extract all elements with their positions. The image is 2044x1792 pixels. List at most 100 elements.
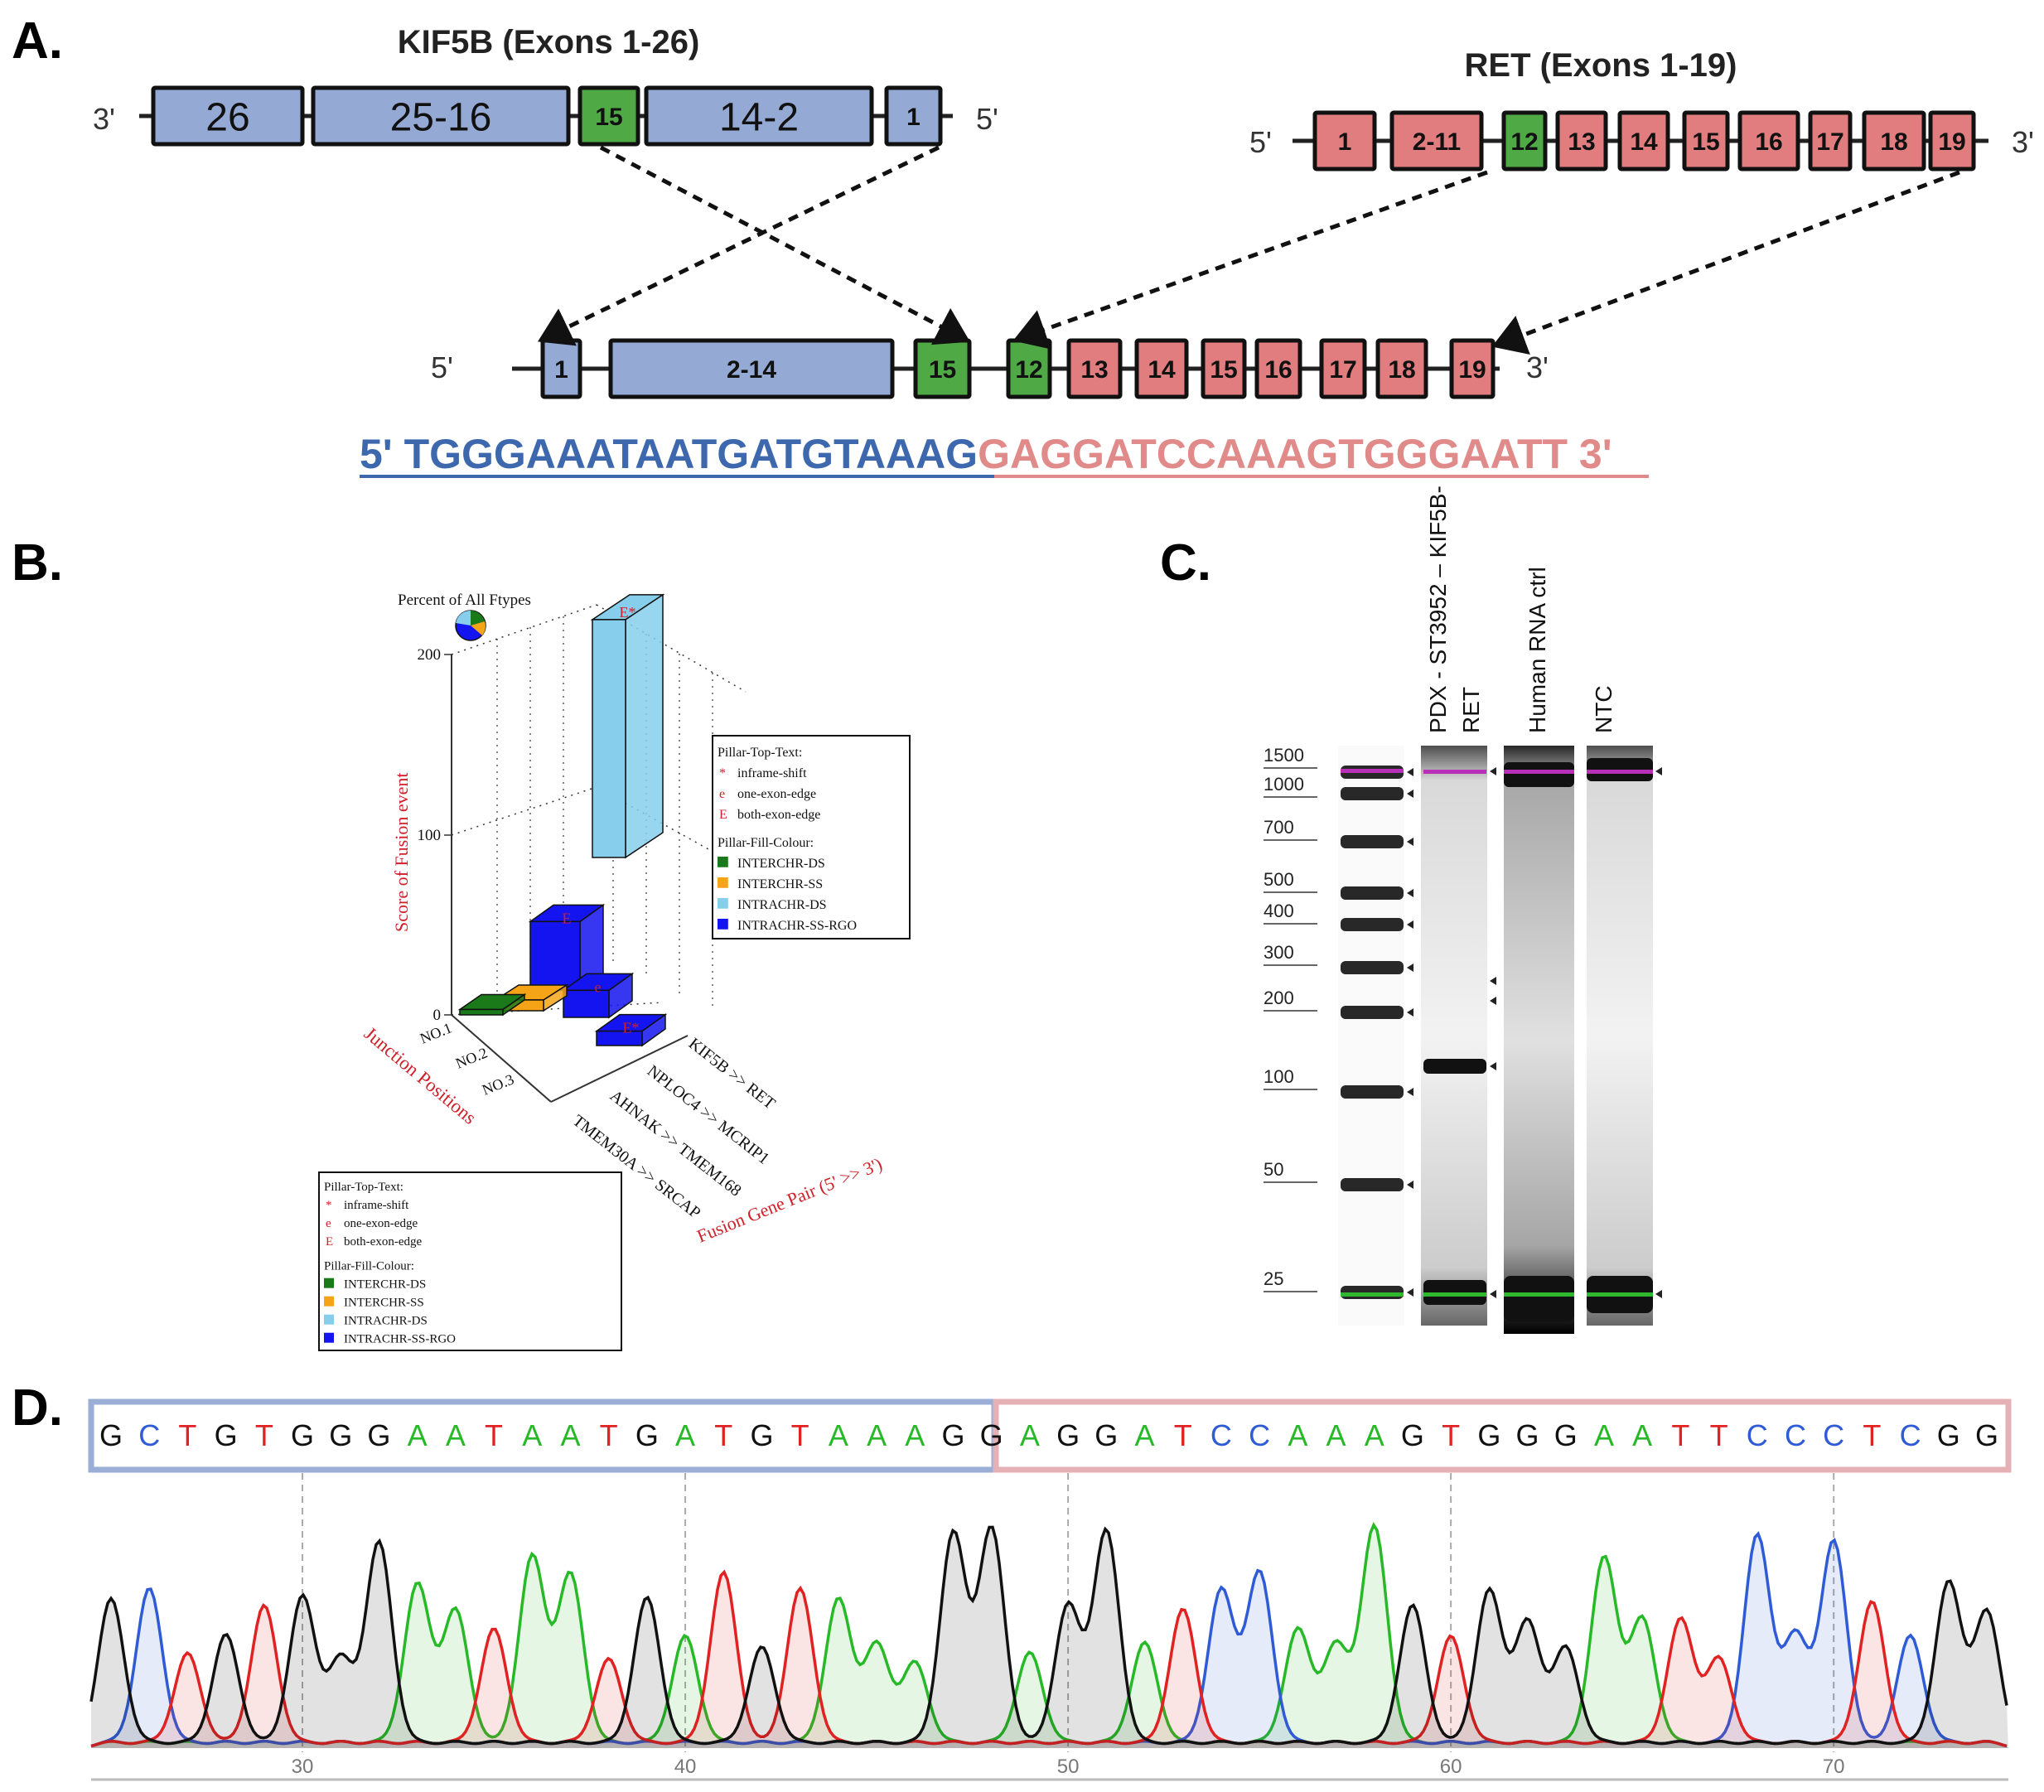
bar-top-text-2: e bbox=[595, 978, 602, 995]
kif5b-exon-label-4: 1 bbox=[906, 104, 921, 131]
axis-tick-50: 50 bbox=[1057, 1756, 1080, 1778]
fusion-exon-label-3: 12 bbox=[1015, 356, 1042, 384]
kif5b-title: KIF5B (Exons 1-26) bbox=[398, 24, 700, 60]
arrow-kif5b-exon1-to-fusion bbox=[537, 145, 940, 346]
ladder-label-100: 100 bbox=[1264, 1066, 1294, 1087]
ladder-arrow-1 bbox=[1407, 790, 1413, 798]
ret-exon-18-8 bbox=[1862, 110, 1926, 171]
ladder-arrow-8 bbox=[1407, 1181, 1413, 1189]
ladder-arrow-3 bbox=[1407, 889, 1413, 897]
ret-exon-19-9 bbox=[1928, 110, 1976, 171]
base-call-17: G bbox=[750, 1418, 773, 1452]
ladder-label-50: 50 bbox=[1264, 1159, 1283, 1180]
human-upper-marker bbox=[1504, 770, 1574, 774]
base-call-42: T bbox=[1710, 1418, 1728, 1452]
ladder-band-3 bbox=[1341, 886, 1404, 900]
base-call-41: T bbox=[1671, 1418, 1689, 1452]
ladder-band-4 bbox=[1341, 918, 1404, 931]
base-call-26: G bbox=[1094, 1418, 1118, 1452]
bar-top-text-1: E bbox=[563, 910, 572, 926]
legend-top-item-2: both-exon-edge bbox=[344, 1235, 422, 1249]
kif5b-exon-label-1: 25-16 bbox=[390, 95, 492, 139]
fusion-exon-label-4: 13 bbox=[1080, 356, 1108, 384]
ret-exon-label-8: 18 bbox=[1880, 128, 1907, 156]
ret-title: RET (Exons 1-19) bbox=[1465, 47, 1737, 84]
base-call-9: A bbox=[446, 1418, 466, 1452]
ntc-upper-marker bbox=[1587, 770, 1653, 774]
legend-fill-item-1: INTERCHR-SS bbox=[344, 1297, 424, 1310]
base-call-35: T bbox=[1442, 1418, 1460, 1452]
base-call-15: A bbox=[675, 1418, 695, 1452]
ladder-arrow-4 bbox=[1407, 920, 1413, 929]
trace-G bbox=[89, 1525, 2008, 1746]
legend-swatch-0 bbox=[718, 856, 728, 867]
base-call-21: A bbox=[905, 1418, 925, 1452]
legend-top-symbol-2: E bbox=[326, 1235, 333, 1249]
legend-fill-item-3: INTRACHR-SS-RGO bbox=[344, 1333, 456, 1346]
gel-lanes bbox=[1338, 746, 1662, 1334]
ladder-label-300: 300 bbox=[1264, 942, 1294, 963]
fusion-exon-19-10 bbox=[1449, 338, 1496, 399]
legend-top-symbol-2: E bbox=[719, 808, 727, 822]
panel-label-b: B. bbox=[12, 534, 63, 592]
ladder-band-2 bbox=[1341, 835, 1404, 848]
base-call-40: A bbox=[1632, 1418, 1652, 1452]
axis-tick-70: 70 bbox=[1823, 1756, 1845, 1778]
ret-exon-label-6: 16 bbox=[1755, 128, 1782, 156]
junction-tick-1: NO.2 bbox=[453, 1044, 490, 1071]
bar-front-4 bbox=[459, 1008, 504, 1016]
fusion-score-bars: E*EeE* bbox=[457, 593, 668, 1047]
legend-fill-item-0: INTERCHR-DS bbox=[344, 1278, 426, 1292]
legend-frame bbox=[318, 1171, 622, 1351]
fusion-3prime-label: 3' bbox=[1526, 350, 1549, 384]
base-call-30: C bbox=[1249, 1418, 1270, 1452]
axis-tick-40: 40 bbox=[674, 1756, 697, 1778]
base-call-7: G bbox=[367, 1418, 390, 1452]
base-call-13: T bbox=[600, 1418, 618, 1452]
base-call-29: C bbox=[1210, 1418, 1232, 1452]
kif5b-3prime-label: 3' bbox=[93, 102, 115, 136]
base-call-38: G bbox=[1554, 1418, 1578, 1452]
base-call-31: A bbox=[1288, 1418, 1307, 1452]
legend-fill-item-3: INTRACHR-SS-RGO bbox=[737, 919, 857, 933]
arrow-ret-exon12-to-fusion bbox=[1012, 170, 1488, 350]
junction-sequence-kif5b: 5' TGGGAAATAATGATGTAAAG bbox=[360, 431, 978, 477]
y-axis-label: Score of Fusion event bbox=[391, 773, 412, 932]
ret-exon-label-7: 17 bbox=[1816, 128, 1843, 156]
kif5b-exon-1-4 bbox=[884, 85, 943, 147]
human-lane bbox=[1504, 746, 1574, 1334]
legend-top-item-1: one-exon-edge bbox=[344, 1217, 418, 1230]
fusion-exon-label-1: 2-14 bbox=[727, 356, 776, 384]
junction-tick-0: NO.1 bbox=[418, 1019, 454, 1046]
base-call-24: A bbox=[1020, 1418, 1040, 1452]
lane-label-ntc: NTC bbox=[1591, 685, 1616, 733]
base-call-47: C bbox=[1900, 1418, 1921, 1452]
base-call-33: A bbox=[1365, 1418, 1384, 1452]
ladder-arrow-6 bbox=[1407, 1008, 1413, 1017]
kif5b-exon-26-0 bbox=[151, 85, 305, 147]
ladder-arrow-2 bbox=[1407, 838, 1413, 846]
base-call-37: G bbox=[1516, 1418, 1539, 1452]
ret-5prime-label: 5' bbox=[1249, 125, 1272, 159]
ret-exon-label-3: 13 bbox=[1568, 128, 1595, 156]
arrow-ret-exon19-to-fusion bbox=[1491, 170, 1960, 355]
base-call-25: G bbox=[1056, 1418, 1080, 1452]
base-call-3: G bbox=[215, 1418, 238, 1452]
legend-top-title: Pillar-Top-Text: bbox=[324, 1181, 403, 1194]
human-band-top bbox=[1504, 762, 1574, 787]
base-call-16: T bbox=[714, 1418, 732, 1452]
ladder-label-400: 400 bbox=[1264, 901, 1294, 921]
lane-label-pdx: PDX - ST3952 – KIF5B- bbox=[1425, 485, 1451, 733]
base-call-28: T bbox=[1174, 1418, 1192, 1452]
bar-front-5 bbox=[596, 1030, 643, 1046]
base-call-11: A bbox=[522, 1418, 542, 1452]
ladder-arrow-9 bbox=[1407, 1288, 1413, 1297]
base-call-20: A bbox=[867, 1418, 887, 1452]
ret-exon-label-9: 19 bbox=[1938, 128, 1965, 156]
ntc-arrow-1 bbox=[1655, 1290, 1662, 1298]
legend-swatch-3 bbox=[718, 918, 728, 930]
